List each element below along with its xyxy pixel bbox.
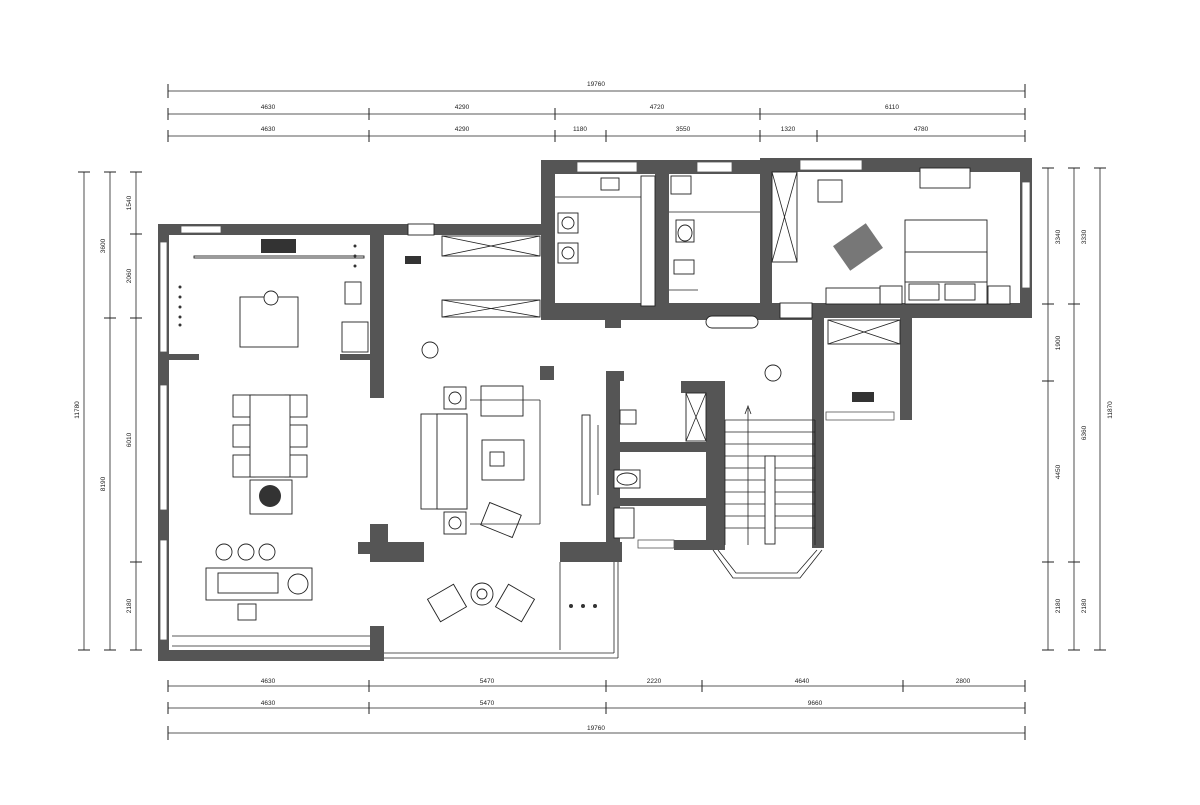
lounge-chair — [426, 583, 468, 623]
left-dimensions: 11780 3600 8190 1540 2060 6010 2180 — [74, 171, 142, 651]
sink-icon — [600, 177, 620, 191]
bottom-dimensions: 4630 5470 2220 4640 2800 4630 5470 9660 … — [167, 678, 1026, 740]
dresser — [919, 167, 971, 189]
windows — [159, 159, 1031, 659]
desk-top — [217, 572, 279, 594]
dim-bottom-row1-1: 4630 — [261, 678, 276, 685]
dim-top-row3-3: 1180 — [573, 126, 587, 133]
lamp-icon — [448, 516, 462, 530]
dim-bottom-total: 19760 — [587, 725, 605, 732]
dim-right-inner-1: 3340 — [1055, 229, 1062, 244]
dim-top-total: 19760 — [587, 81, 605, 88]
pillow — [908, 283, 940, 301]
book-icon — [852, 392, 874, 402]
dim-top-row3-4: 3550 — [676, 126, 691, 133]
sink-icon — [673, 259, 695, 275]
dim-left-total: 11780 — [74, 401, 81, 419]
dots-icon — [178, 244, 357, 327]
lounge-chair — [494, 583, 536, 623]
dim-top-row3-1: 4630 — [261, 126, 276, 133]
pillow — [944, 283, 976, 301]
dim-bottom-row1-3: 2220 — [647, 678, 662, 685]
shelf — [640, 175, 656, 307]
dining-chairs — [232, 394, 308, 478]
sink-icon — [344, 281, 362, 305]
range-hood-icon — [261, 239, 296, 253]
dim-bottom-row1-2: 5470 — [480, 678, 495, 685]
shower-icon — [613, 507, 635, 539]
dim-right-inner-4: 2180 — [1055, 598, 1062, 613]
bed-cover — [904, 251, 988, 283]
stool-icon — [258, 543, 276, 561]
plant-icon — [259, 485, 281, 507]
dim-left-inner-1: 1540 — [126, 195, 133, 210]
dim-top-row2-3: 4720 — [650, 104, 665, 111]
top-dimensions: 19760 4630 4290 4720 6110 4630 4290 1180… — [167, 81, 1026, 142]
chair — [817, 179, 843, 203]
dim-bottom-row2-2: 5470 — [480, 700, 495, 707]
armchair — [480, 501, 522, 539]
kitchen-counter — [193, 255, 365, 259]
dim-bottom-row1-5: 2800 — [956, 678, 971, 685]
person-icon — [421, 341, 439, 359]
book-icon — [405, 256, 421, 264]
dim-top-row3-6: 4780 — [914, 126, 929, 133]
dining-table — [249, 394, 291, 478]
dim-bottom-row2-3: 9660 — [808, 700, 823, 707]
person-icon — [764, 364, 782, 382]
dim-left-inner-3: 6010 — [126, 432, 133, 447]
dim-bottom-row2-1: 4630 — [261, 700, 276, 707]
dim-right-outer-1: 3330 — [1081, 229, 1088, 244]
tray — [489, 451, 505, 467]
person-icon — [263, 290, 279, 306]
sofa-seat — [436, 413, 468, 510]
stool-icon — [215, 543, 233, 561]
dim-right-inner-3: 4450 — [1055, 464, 1062, 479]
dim-right-total: 11870 — [1107, 401, 1114, 419]
dim-bottom-row1-4: 4640 — [795, 678, 810, 685]
dim-right-inner-2: 1900 — [1055, 335, 1062, 350]
shower-icon — [670, 175, 692, 195]
dim-left-inner-2: 2060 — [126, 268, 133, 283]
dim-right-outer-3: 2180 — [1081, 598, 1088, 613]
office-chair — [237, 603, 257, 621]
lounge-chair — [833, 223, 883, 271]
stool-icon — [237, 543, 255, 561]
nightstand — [879, 285, 903, 305]
plant-icon — [569, 604, 597, 608]
staircase — [712, 404, 823, 579]
bay-seat — [705, 315, 759, 329]
furniture — [178, 167, 1011, 650]
dim-right-outer-2: 6360 — [1081, 425, 1088, 440]
flower-icon — [287, 573, 309, 595]
dim-left-outer-1: 3600 — [100, 238, 107, 253]
fridge — [341, 321, 369, 353]
door-opening — [779, 302, 813, 319]
dim-top-row2-1: 4630 — [261, 104, 276, 111]
right-dimensions: 3340 1900 4450 2180 3330 6360 2180 11870 — [1042, 167, 1114, 651]
dim-top-row3-2: 4290 — [455, 126, 470, 133]
door-opening — [407, 223, 435, 236]
bench — [825, 287, 881, 305]
kitchen-island — [239, 296, 299, 348]
lamp-icon — [448, 391, 462, 405]
dim-top-row2-2: 4290 — [455, 104, 470, 111]
tv-console — [581, 414, 591, 506]
sink-icon — [619, 409, 637, 425]
dim-left-inner-4: 2180 — [126, 598, 133, 613]
dim-top-row3-5: 1320 — [781, 126, 796, 133]
dim-left-outer-2: 8190 — [100, 476, 107, 491]
nightstand — [987, 285, 1011, 305]
armchair — [480, 385, 524, 417]
dim-top-row2-4: 6110 — [885, 104, 899, 111]
